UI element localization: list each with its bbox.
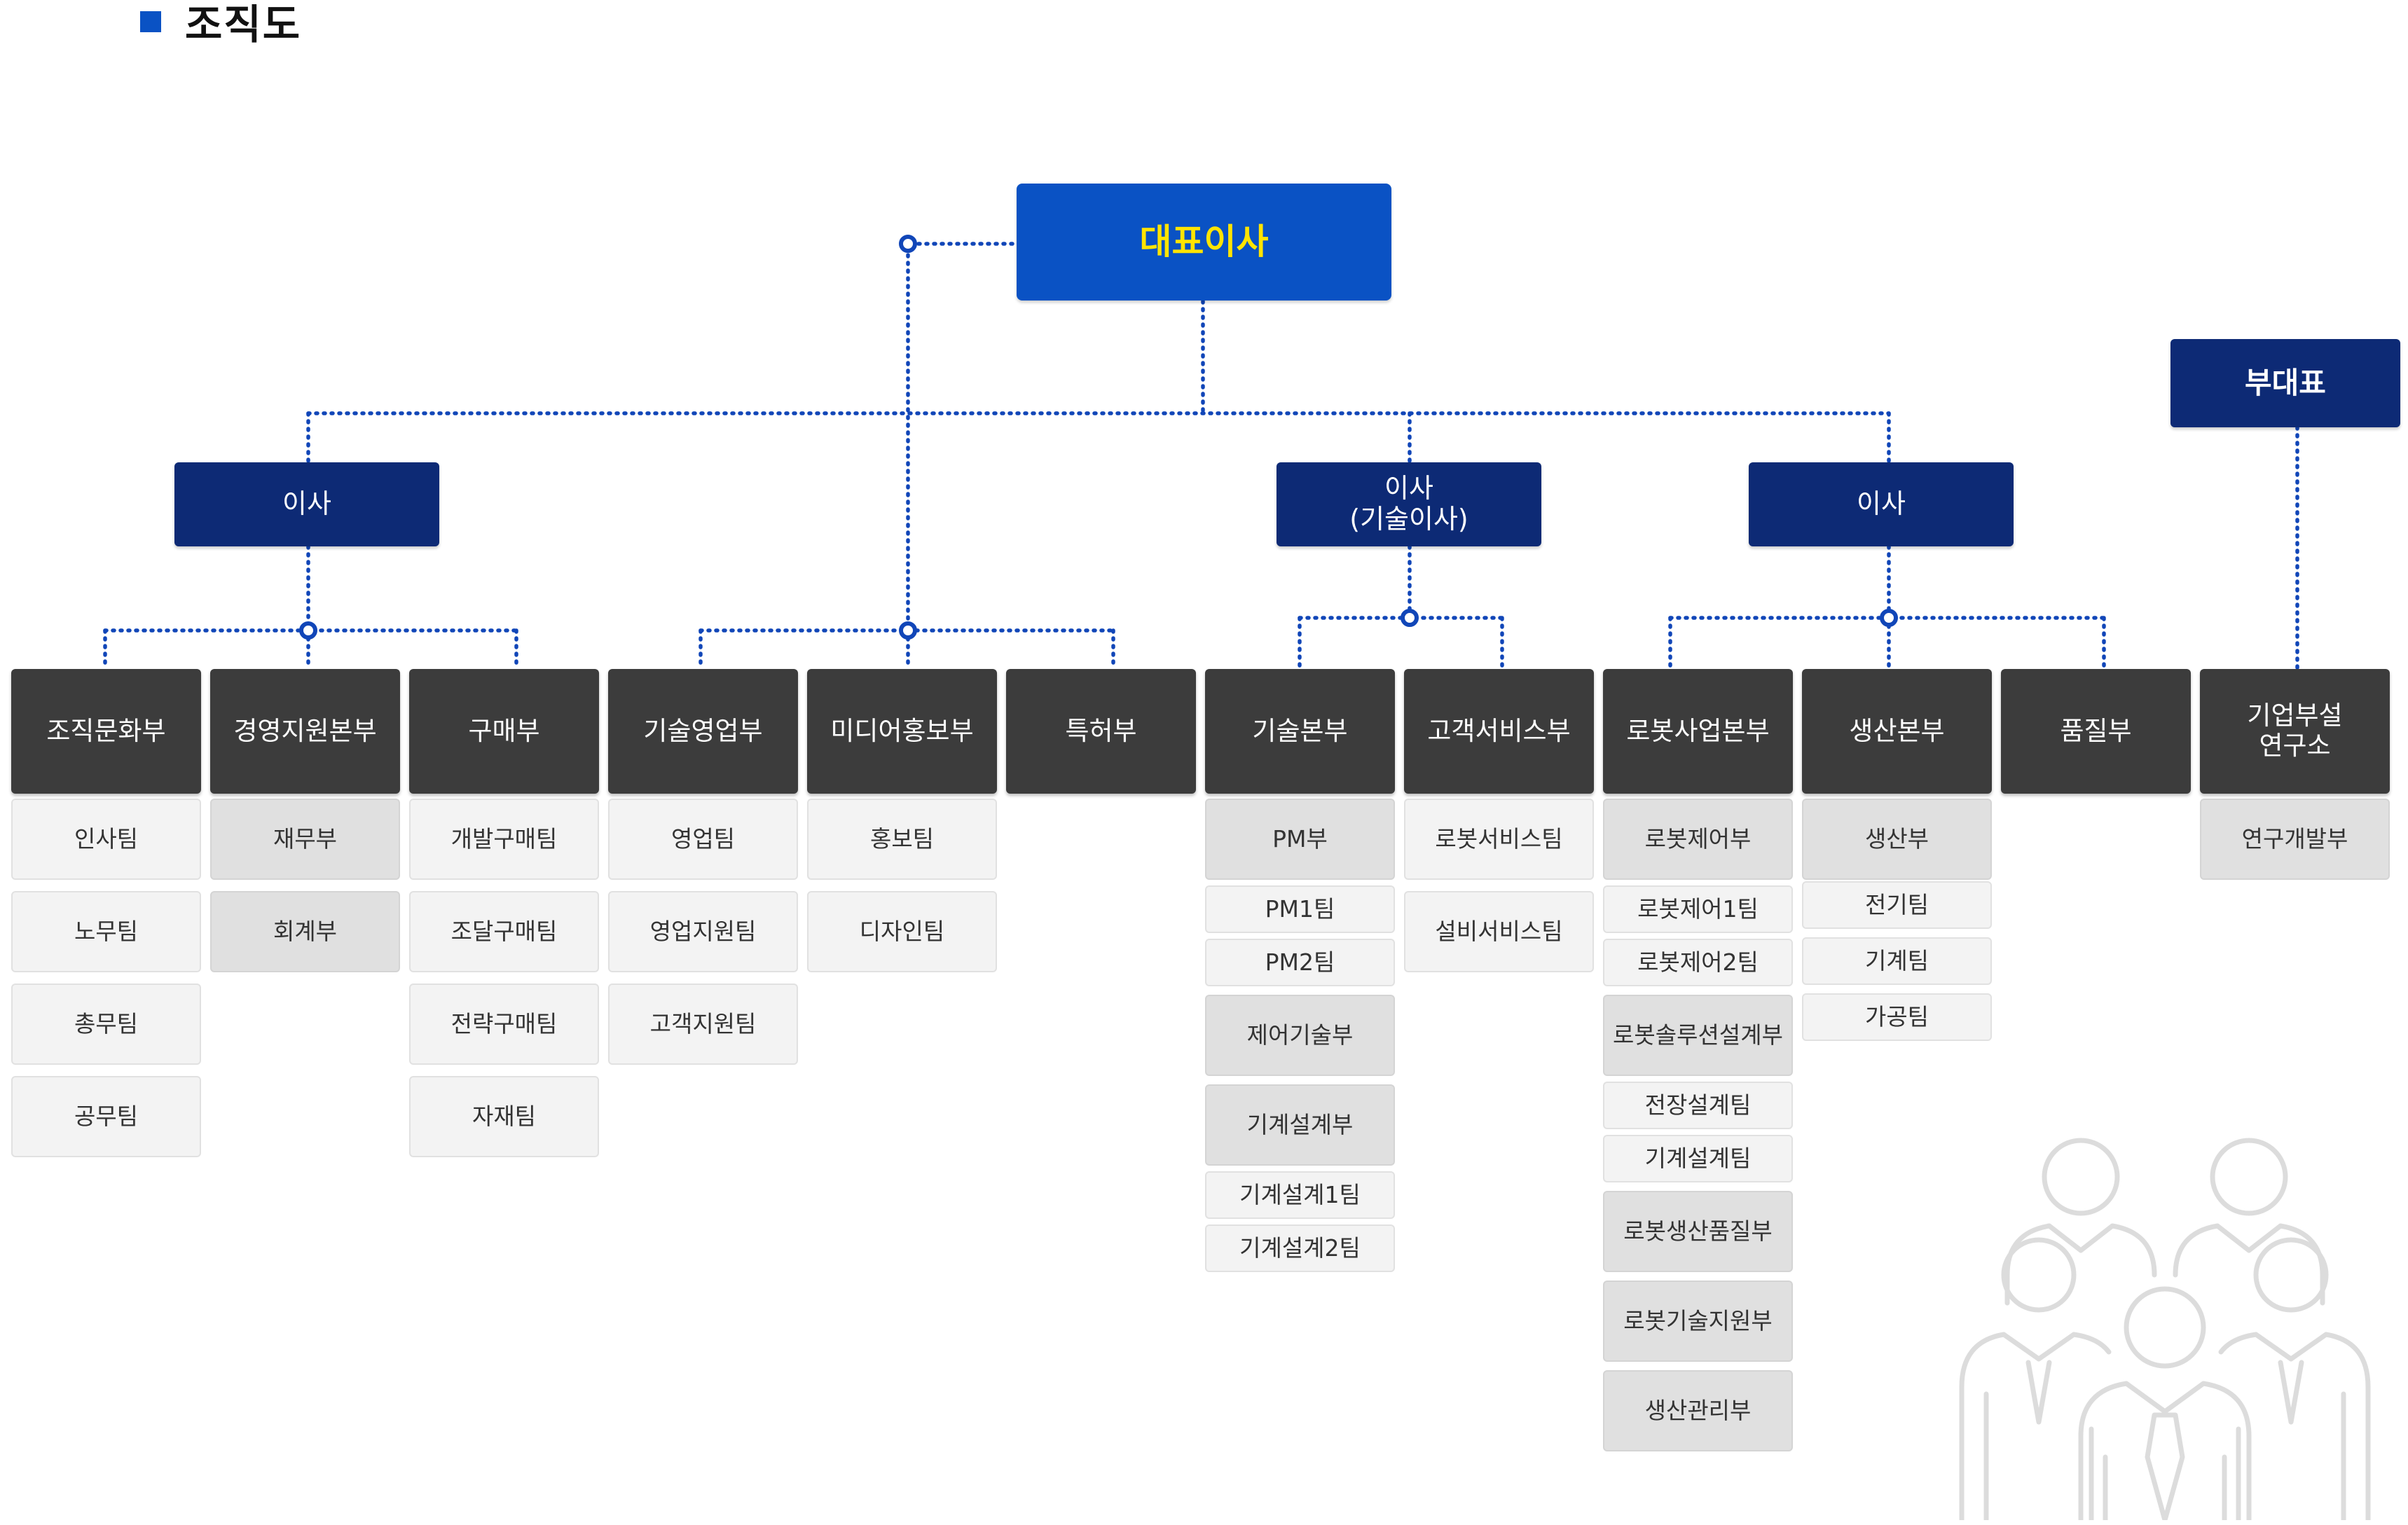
connector-node bbox=[299, 621, 317, 640]
team-box: 제어기술부 bbox=[1205, 995, 1395, 1076]
team-box: 로봇솔루션설계부 bbox=[1603, 995, 1793, 1076]
team-box: 기계설계1팀 bbox=[1205, 1171, 1395, 1219]
people-group-icon bbox=[1959, 1138, 2371, 1520]
team-box: 공무팀 bbox=[11, 1076, 201, 1157]
dept-tech-division: 기술본부 bbox=[1205, 669, 1395, 794]
dept-patent: 특허부 bbox=[1006, 669, 1196, 794]
team-box: 연구개발부 bbox=[2200, 799, 2390, 880]
team-box: 조달구매팀 bbox=[409, 891, 599, 972]
dept-research-line2: 연구소 bbox=[2259, 731, 2331, 761]
team-box: 기계설계팀 bbox=[1603, 1135, 1793, 1182]
team-box: 영업지원팀 bbox=[608, 891, 798, 972]
team-box: 로봇제어부 bbox=[1603, 799, 1793, 880]
dept-robot-business: 로봇사업본부 bbox=[1603, 669, 1793, 794]
dept-purchasing: 구매부 bbox=[409, 669, 599, 794]
dept-quality: 품질부 bbox=[2001, 669, 2191, 794]
team-box: 로봇생산품질부 bbox=[1603, 1191, 1793, 1272]
team-box: 총무팀 bbox=[11, 984, 201, 1065]
team-box: 자재팀 bbox=[409, 1076, 599, 1157]
dept-research-institute: 기업부설 연구소 bbox=[2200, 669, 2390, 794]
dept-research-line1: 기업부설 bbox=[2247, 701, 2343, 731]
team-box: 생산부 bbox=[1802, 799, 1992, 880]
page-title-text: 조직도 bbox=[185, 1, 302, 48]
vice-ceo-box: 부대표 bbox=[2170, 339, 2400, 427]
director-left-box: 이사 bbox=[174, 462, 439, 546]
team-box: 생산관리부 bbox=[1603, 1370, 1793, 1451]
connector-node bbox=[1401, 609, 1419, 627]
team-box: 기계설계2팀 bbox=[1205, 1224, 1395, 1272]
director-tech-box: 이사 (기술이사) bbox=[1277, 462, 1541, 546]
team-box: 회계부 bbox=[210, 891, 400, 972]
team-box: 디자인팀 bbox=[807, 891, 997, 972]
connector-node bbox=[899, 621, 917, 640]
team-box: 기계팀 bbox=[1802, 937, 1992, 985]
team-box: 기계설계부 bbox=[1205, 1084, 1395, 1166]
dept-media-pr: 미디어홍보부 bbox=[807, 669, 997, 794]
dept-customer-service: 고객서비스부 bbox=[1404, 669, 1594, 794]
team-box: PM1팀 bbox=[1205, 885, 1395, 933]
dept-tech-sales: 기술영업부 bbox=[608, 669, 798, 794]
team-box: PM2팀 bbox=[1205, 939, 1395, 986]
connector-node bbox=[899, 235, 917, 253]
team-box: 전략구매팀 bbox=[409, 984, 599, 1065]
team-box: 홍보팀 bbox=[807, 799, 997, 880]
team-box: 설비서비스팀 bbox=[1404, 891, 1594, 972]
team-box: 재무부 bbox=[210, 799, 400, 880]
team-box: 고객지원팀 bbox=[608, 984, 798, 1065]
page-title: 조직도 bbox=[140, 0, 301, 48]
director-tech-title: 이사 bbox=[1384, 473, 1433, 504]
team-box: 로봇제어1팀 bbox=[1603, 885, 1793, 933]
connector-node bbox=[1880, 609, 1898, 627]
team-box: 전장설계팀 bbox=[1603, 1082, 1793, 1129]
director-right-box: 이사 bbox=[1749, 462, 2014, 546]
dept-production: 생산본부 bbox=[1802, 669, 1992, 794]
team-box: PM부 bbox=[1205, 799, 1395, 880]
dept-org-culture: 조직문화부 bbox=[11, 669, 201, 794]
team-box: 전기팀 bbox=[1802, 881, 1992, 929]
team-box: 로봇서비스팀 bbox=[1404, 799, 1594, 880]
team-box: 가공팀 bbox=[1802, 993, 1992, 1041]
team-box: 로봇기술지원부 bbox=[1603, 1281, 1793, 1362]
ceo-box: 대표이사 bbox=[1017, 184, 1391, 301]
team-box: 노무팀 bbox=[11, 891, 201, 972]
team-box: 개발구매팀 bbox=[409, 799, 599, 880]
director-tech-subtitle: (기술이사) bbox=[1349, 504, 1468, 534]
team-box: 로봇제어2팀 bbox=[1603, 939, 1793, 986]
team-box: 영업팀 bbox=[608, 799, 798, 880]
dept-management-support: 경영지원본부 bbox=[210, 669, 400, 794]
title-bullet-icon bbox=[140, 11, 161, 32]
team-box: 인사팀 bbox=[11, 799, 201, 880]
